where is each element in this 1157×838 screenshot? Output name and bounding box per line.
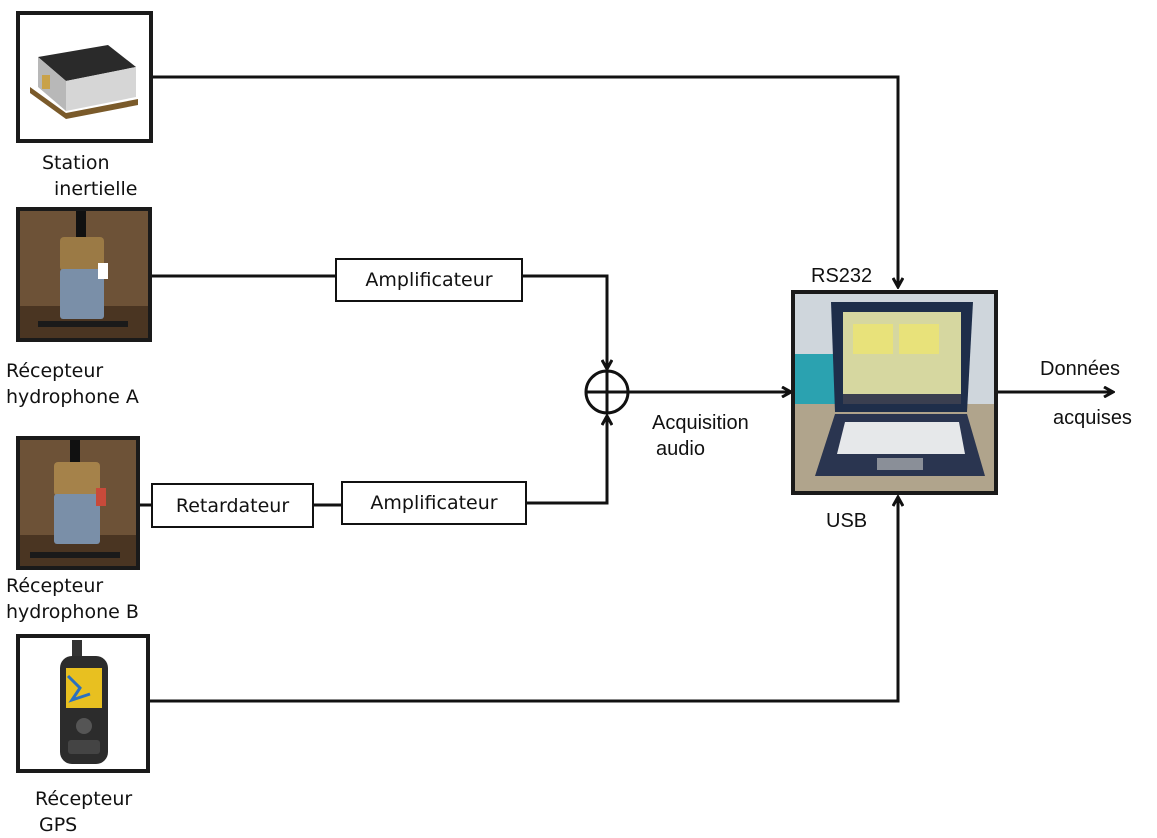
output-label: Données	[1040, 358, 1121, 380]
amp-b-to-summer-line	[526, 416, 607, 505]
hydrophone-a-photo-frame	[16, 207, 152, 342]
imu-to-laptop-line	[153, 75, 898, 287]
laptop-photo-frame	[791, 290, 998, 495]
output-label-line2: acquises	[1053, 407, 1132, 429]
amplifier-b-block: Amplificateur	[341, 481, 527, 525]
gps-to-laptop-line	[150, 497, 898, 703]
imu-photo-frame	[16, 11, 153, 143]
hydrophone-a-icon	[20, 211, 148, 338]
gps-label: Récepteur GPS	[35, 788, 133, 836]
amplifier-a-block: Amplificateur	[335, 258, 523, 302]
summing-junction	[584, 369, 630, 415]
imu-label: Station inertielle	[42, 152, 138, 200]
gps-photo-frame	[16, 634, 150, 773]
gps-handheld-icon	[60, 640, 108, 764]
rs232-label: RS232	[811, 265, 873, 287]
laptop-icon	[795, 294, 994, 491]
usb-label: USB	[826, 510, 868, 532]
delay-block: Retardateur	[151, 483, 314, 528]
hydrophone-b-photo-frame	[16, 436, 140, 570]
hydrophone-b-icon	[20, 440, 136, 566]
amp-a-to-summer-line	[522, 274, 607, 369]
acquisition-label: Acquisition audio	[652, 412, 749, 460]
hydrophone-b-label: Récepteur hydrophone B	[6, 575, 139, 623]
hydrophone-a-label: Récepteur hydrophone A	[6, 360, 139, 408]
imu-box-icon	[30, 45, 138, 119]
